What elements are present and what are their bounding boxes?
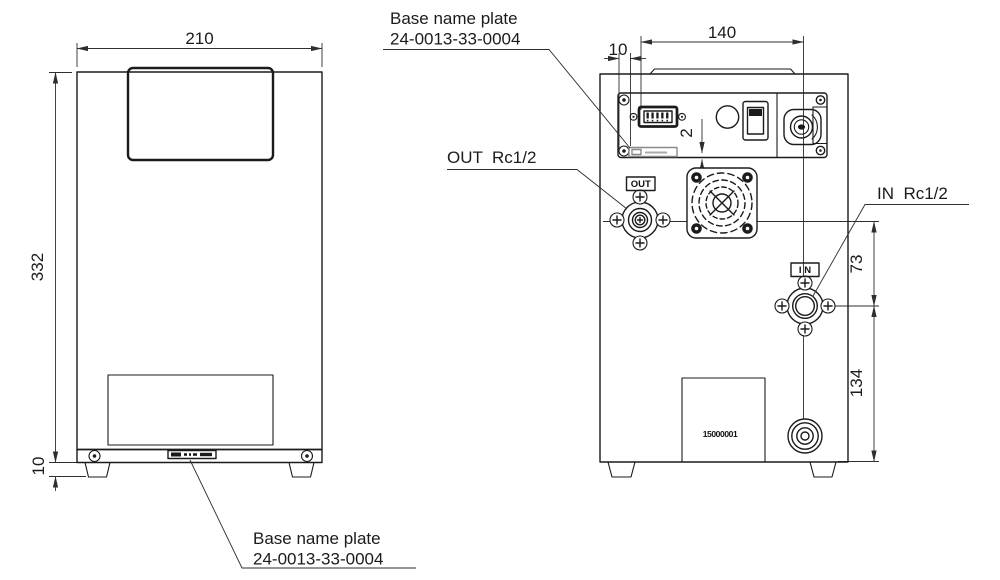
- front-base-name-plate: [167, 449, 217, 460]
- base-name-plate-top-line2: 24-0013-33-0004: [390, 30, 520, 49]
- in-tag-label: I N: [799, 265, 811, 276]
- back-view: OUT: [599, 68, 849, 478]
- serial-number: 15000001: [703, 429, 738, 439]
- dip-switch[interactable]: [629, 105, 686, 128]
- front-base-screw-right: [300, 449, 314, 463]
- back-panel-name-plate: [628, 146, 678, 158]
- callout-out-port: OUT Rc1/2: [447, 148, 628, 210]
- dim-back-panel-gap: 2: [677, 128, 696, 137]
- front-base-screw-left: [88, 449, 101, 463]
- back-control-panel: [617, 92, 828, 159]
- panel-screw-top-left: [618, 94, 630, 106]
- front-foot-right: [288, 461, 315, 478]
- dim-front-foot-height: 10: [29, 457, 48, 476]
- out-port-label: OUT Rc1/2: [447, 148, 536, 167]
- serial-panel: 15000001: [681, 377, 766, 463]
- in-port[interactable]: [774, 275, 836, 337]
- back-handle-lip: [649, 68, 796, 75]
- fan-corner-screws: [691, 172, 753, 234]
- leader-line: [383, 49, 631, 149]
- base-name-plate-top-line1: Base name plate: [390, 9, 518, 28]
- out-port[interactable]: [609, 189, 671, 251]
- indicator-button[interactable]: [715, 105, 740, 129]
- front-body-outline: [76, 71, 323, 451]
- panel-screw-bottom-left: [618, 145, 630, 157]
- leader-line: [812, 204, 969, 297]
- out-flange-screws: [609, 189, 671, 251]
- power-rocker-switch[interactable]: [742, 100, 769, 141]
- front-top-handle: [126, 66, 275, 162]
- back-foot-right: [809, 461, 837, 478]
- out-tag: OUT: [625, 176, 656, 192]
- in-tag: I N: [790, 262, 820, 278]
- leader-line: [447, 169, 628, 210]
- front-view-dimensions: 210 332 10: [28, 29, 323, 491]
- front-foot-left: [84, 461, 111, 478]
- dim-back-left-offset: 10: [609, 40, 628, 59]
- power-inlet[interactable]: [783, 108, 822, 146]
- in-flange-screws: [774, 275, 836, 337]
- callout-base-name-plate-bottom: Base name plate 24-0013-33-0004: [189, 459, 416, 569]
- panel-screw-top-right: [815, 95, 826, 105]
- dim-back-width: 140: [708, 23, 736, 42]
- fan-cross-guard: [709, 190, 735, 216]
- in-port-label: IN Rc1/2: [877, 184, 948, 203]
- dim-front-width: 210: [185, 29, 213, 48]
- front-bottom-panel: [107, 374, 274, 446]
- leader-line: [189, 459, 416, 569]
- callout-in-port: IN Rc1/2: [812, 184, 969, 297]
- cooling-fan: [686, 167, 758, 239]
- base-name-plate-bottom-line2: 24-0013-33-0004: [253, 550, 383, 569]
- front-view: [76, 66, 323, 478]
- back-foot-left: [607, 461, 636, 478]
- panel-screw-bottom-right: [815, 145, 826, 156]
- drain-plug[interactable]: [787, 418, 823, 454]
- dim-front-height: 332: [28, 253, 47, 281]
- out-tag-label: OUT: [631, 179, 651, 190]
- dim-back-in-to-bottom: 134: [847, 369, 866, 397]
- front-base-strip: [76, 448, 323, 464]
- dim-back-in-from-center: 73: [847, 255, 866, 274]
- base-name-plate-bottom-line1: Base name plate: [253, 529, 381, 548]
- callout-base-name-plate-top: Base name plate 24-0013-33-0004: [383, 9, 631, 149]
